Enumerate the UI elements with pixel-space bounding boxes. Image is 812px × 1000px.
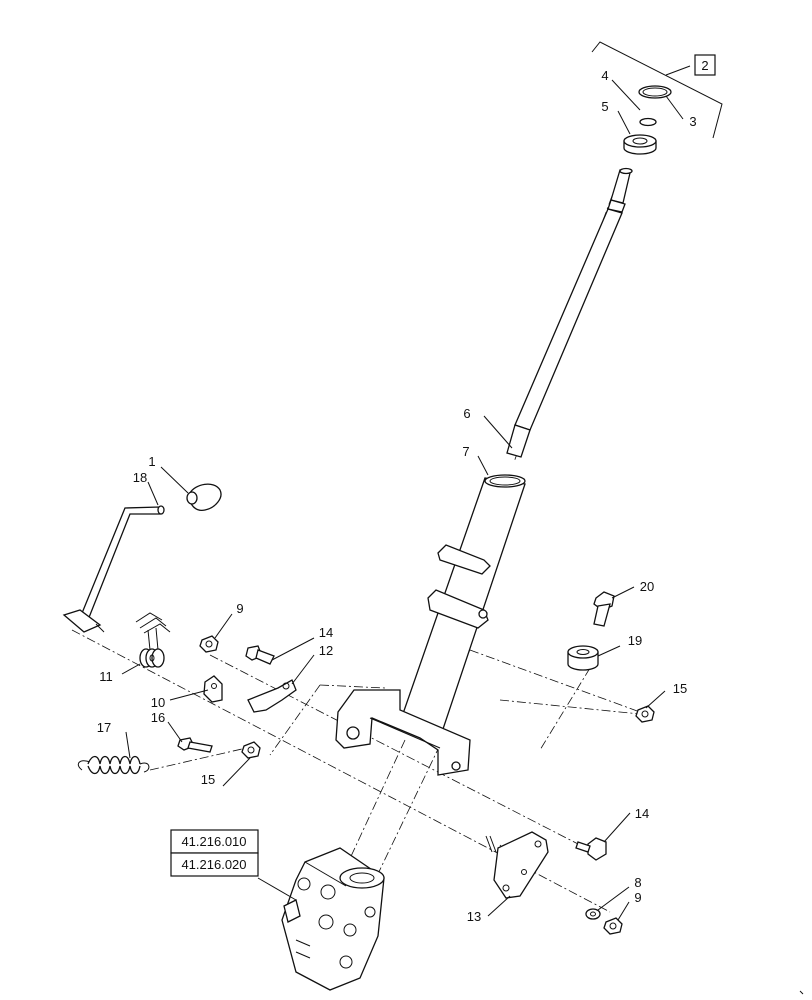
leader-lines [121,79,684,921]
callout-2: 2 [701,58,708,73]
bolt-right [575,837,607,861]
callout-8: 8 [634,875,641,890]
latch [247,679,297,713]
callout-19: 19 [628,633,642,648]
mounting-plate [485,831,549,899]
rubber-bushing [567,645,599,671]
nut-right [635,705,655,723]
nut-lower-right [603,917,623,935]
nut-lower-left [241,741,261,759]
callout-14-upper: 14 [319,625,333,640]
column-tube [335,474,526,776]
bolt-lower-left [177,737,213,753]
callout-9-upper: 9 [236,601,243,616]
steering-control-unit [281,847,385,991]
washer-right [585,908,601,920]
callout-6: 6 [463,406,470,421]
kit-callout-box[interactable]: 2 [694,54,716,76]
kit-bracket [591,41,723,139]
callout-3: 3 [689,114,696,129]
reference-link-2[interactable]: 41.216.020 [170,852,259,877]
tilt-lever [62,505,165,633]
callout-17: 17 [97,720,111,735]
callout-9-lower: 9 [634,890,641,905]
callout-13: 13 [467,909,481,924]
corner-mark [799,990,804,995]
steering-shaft [506,167,633,458]
callout-11: 11 [99,669,113,684]
mount-bolt [593,591,615,627]
reference-label-2: 41.216.020 [181,857,246,872]
callout-5: 5 [601,99,608,114]
bolt-upper [245,645,275,665]
callout-18: 18 [133,470,147,485]
callout-20: 20 [640,579,654,594]
washer [639,117,657,127]
callout-1: 1 [148,454,155,469]
torsion-spring [135,612,171,668]
bearing [623,134,657,155]
snap-ring [638,85,672,99]
callout-15-left: 15 [201,772,215,787]
nut-upper-left [199,635,219,653]
callout-labels: 1 18 4 3 5 6 7 9 14 12 11 10 17 16 15 20… [97,68,697,924]
lever-knob [186,483,222,511]
reference-label-1: 41.216.010 [181,834,246,849]
callout-16: 16 [151,710,165,725]
callout-4: 4 [601,68,608,83]
detent-plate [203,675,223,703]
callout-15-right: 15 [673,681,687,696]
reference-link-1[interactable]: 41.216.010 [170,829,259,854]
alignment-lines [71,195,641,913]
callout-10: 10 [151,695,165,710]
callout-14-right: 14 [635,806,649,821]
callout-12: 12 [319,643,333,658]
tension-spring [77,755,150,775]
callout-7: 7 [462,444,469,459]
